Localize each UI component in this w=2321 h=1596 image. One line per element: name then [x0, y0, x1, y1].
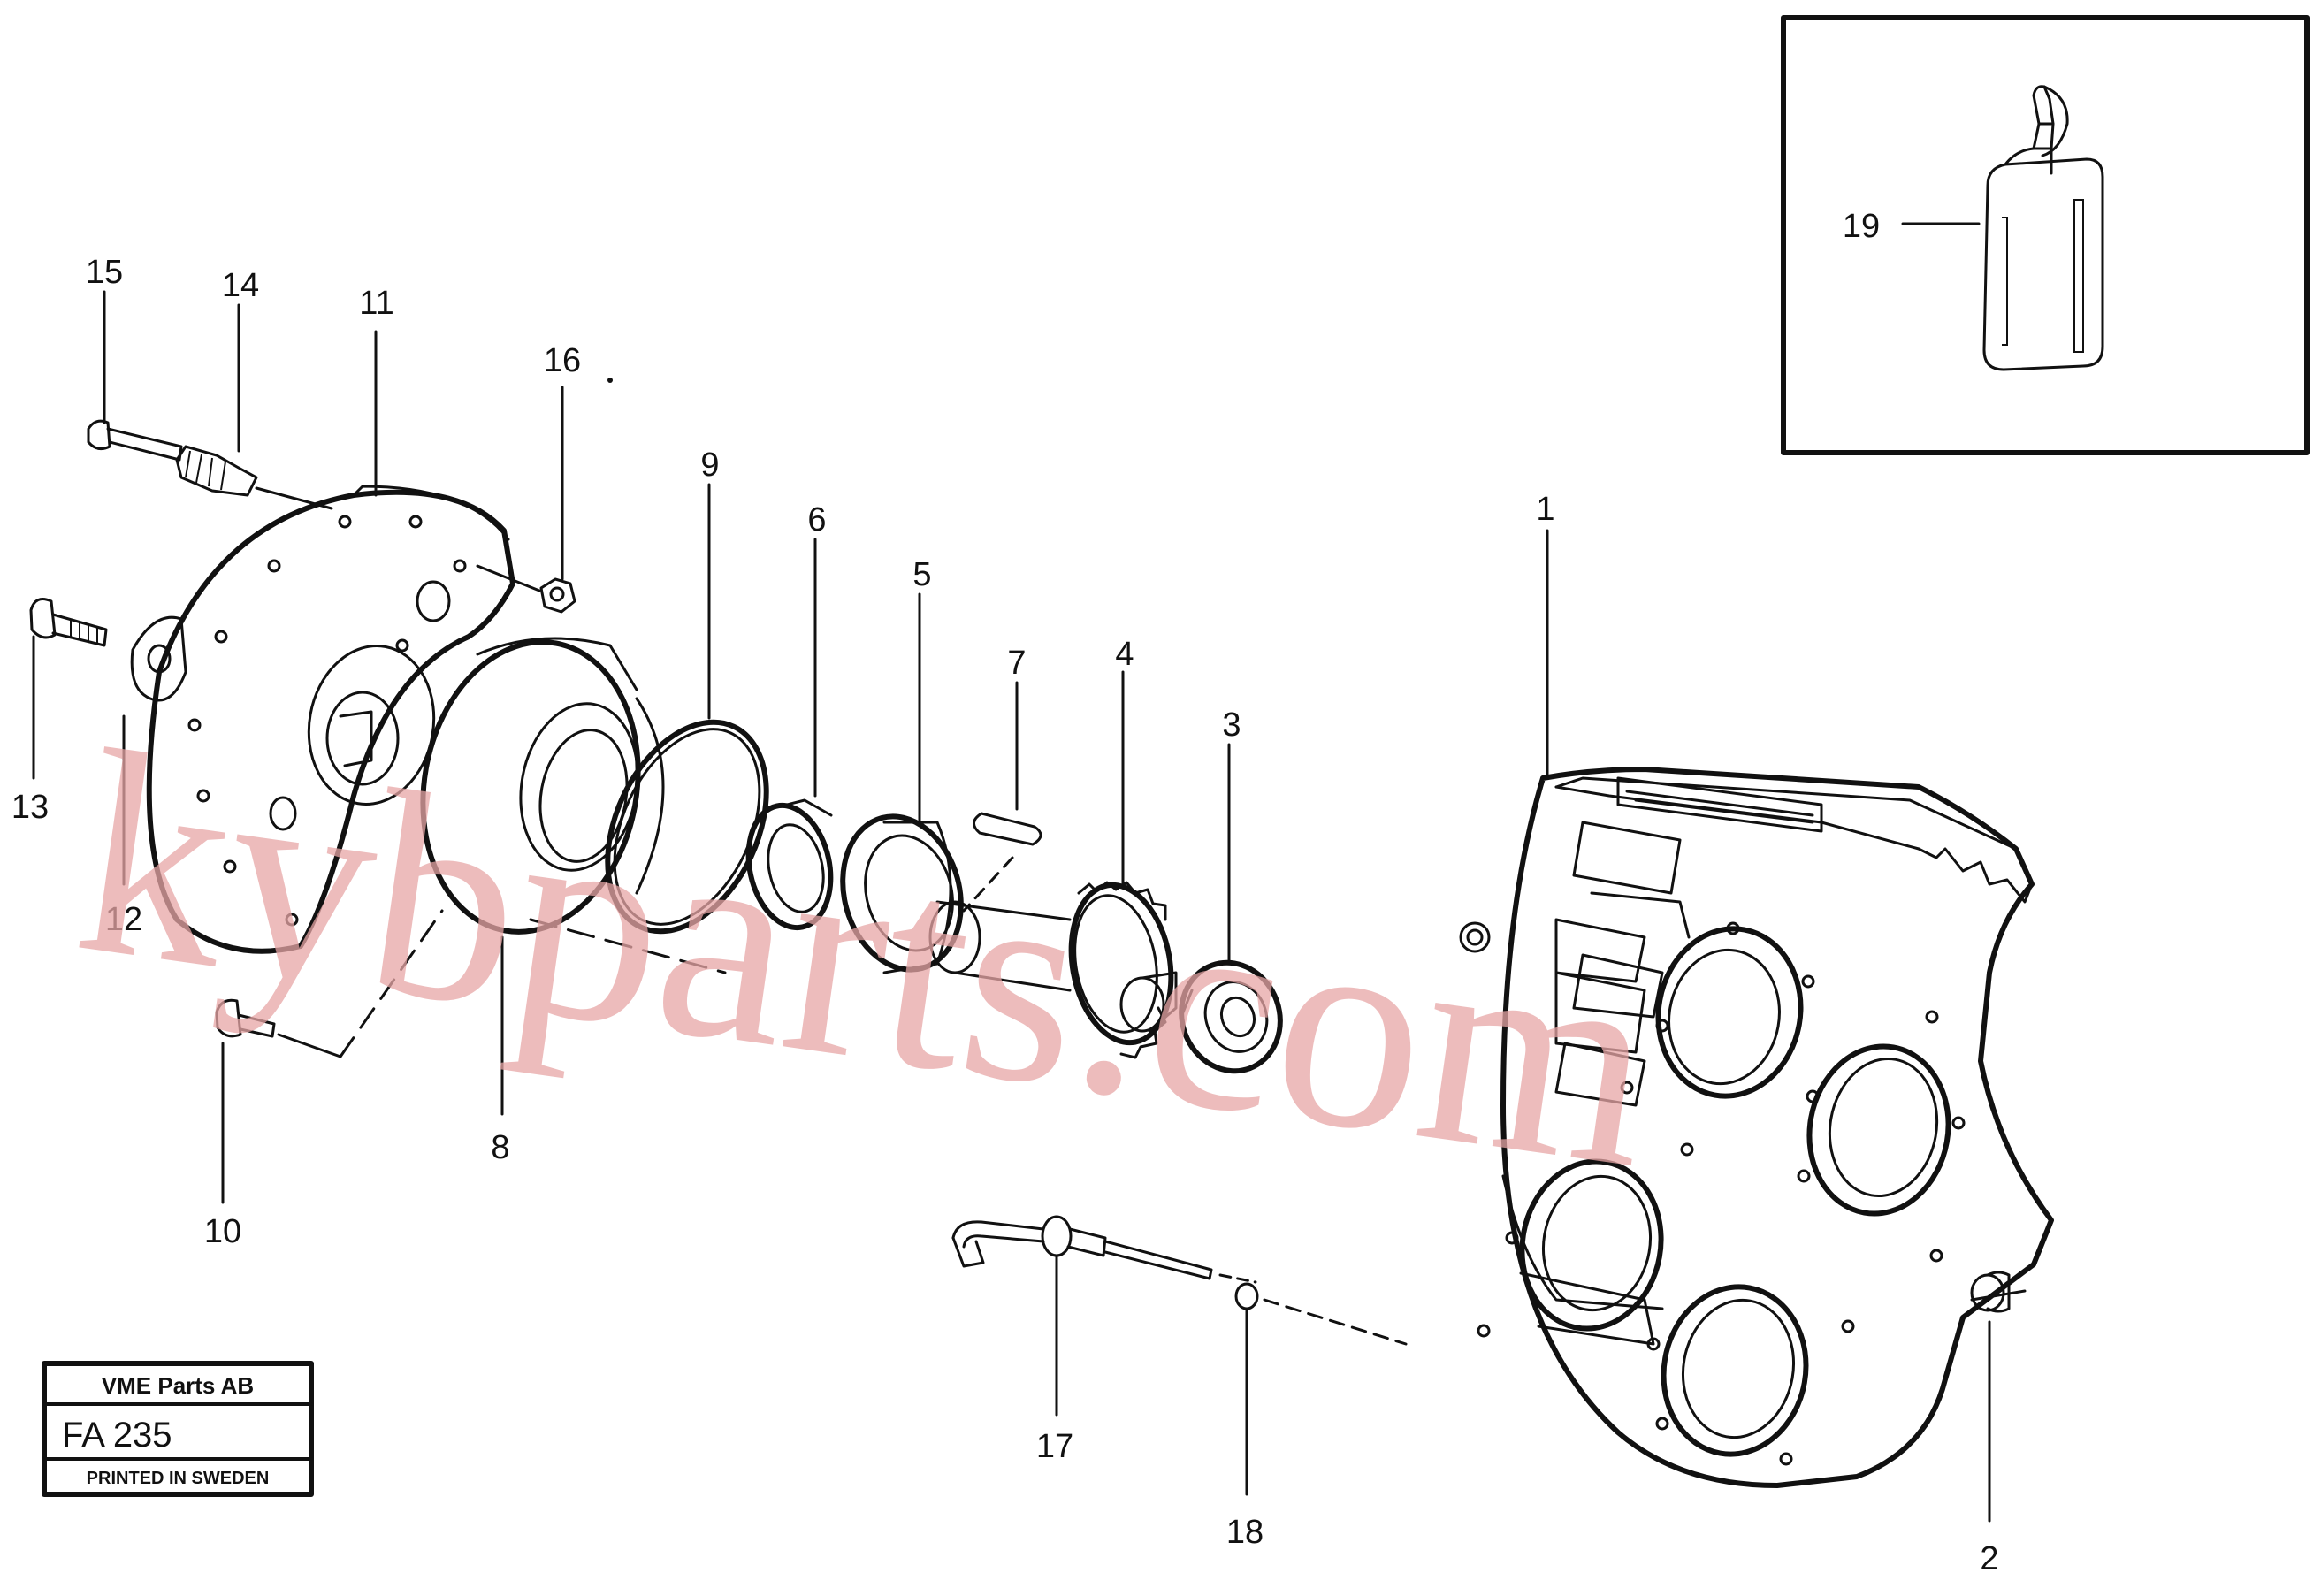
callout-19: 19 [1843, 208, 1880, 245]
gasket-part-12 [122, 615, 187, 886]
callout-2: 2 [1980, 1540, 1998, 1577]
callout-11: 11 [359, 285, 393, 322]
plug-part-2 [1970, 1271, 2027, 1523]
callout-15: 15 [86, 254, 123, 291]
bolt-part-10 [215, 909, 444, 1204]
bolt-part-13 [29, 598, 108, 780]
watermark: kybparts.com [62, 690, 1672, 1229]
title-block-company: VME Parts AB [102, 1372, 254, 1399]
oil-bottle-part-19 [1982, 85, 2104, 371]
nut-part-16 [476, 386, 576, 614]
callout-1: 1 [1536, 491, 1554, 528]
callout-10: 10 [204, 1213, 241, 1250]
title-block-printed: PRINTED IN SWEDEN [87, 1469, 270, 1488]
title-block: VME Parts AB FA 235 PRINTED IN SWEDEN [42, 1361, 314, 1497]
inset-box [1781, 15, 2310, 455]
callout-7: 7 [1007, 645, 1026, 682]
callout-14: 14 [222, 267, 259, 304]
callout-5: 5 [912, 556, 931, 593]
callout-3: 3 [1222, 706, 1241, 744]
bearing-part-3 [1179, 743, 1283, 1074]
callout-17: 17 [1036, 1428, 1073, 1465]
callout-12: 12 [105, 901, 142, 938]
washer-part-18 [1234, 1282, 1408, 1496]
callout-8: 8 [491, 1129, 509, 1166]
gear-housing-part-1 [1459, 767, 2054, 1488]
callout-16: 16 [544, 342, 581, 379]
o-ring-part-9 [605, 483, 769, 935]
breather-part-14 [175, 303, 333, 510]
key-part-7 [962, 681, 1042, 913]
callout-18: 18 [1226, 1514, 1264, 1551]
screw-part-15 [87, 290, 183, 462]
callout-6: 6 [807, 501, 826, 538]
title-block-code: FA 235 [62, 1416, 172, 1455]
bearing-part-5 [840, 592, 964, 974]
bearing-cover-part-8 [420, 637, 727, 1116]
callout-4: 4 [1115, 636, 1134, 673]
callout-labels: 1 2 3 4 5 6 7 8 9 10 11 12 13 14 15 16 1… [11, 208, 1999, 1577]
seal-part-6 [745, 538, 834, 931]
callout-13: 13 [11, 789, 49, 826]
dipstick-part-17 [951, 1215, 1257, 1417]
callout-9: 9 [700, 447, 719, 484]
flange-part-11 [146, 330, 515, 954]
